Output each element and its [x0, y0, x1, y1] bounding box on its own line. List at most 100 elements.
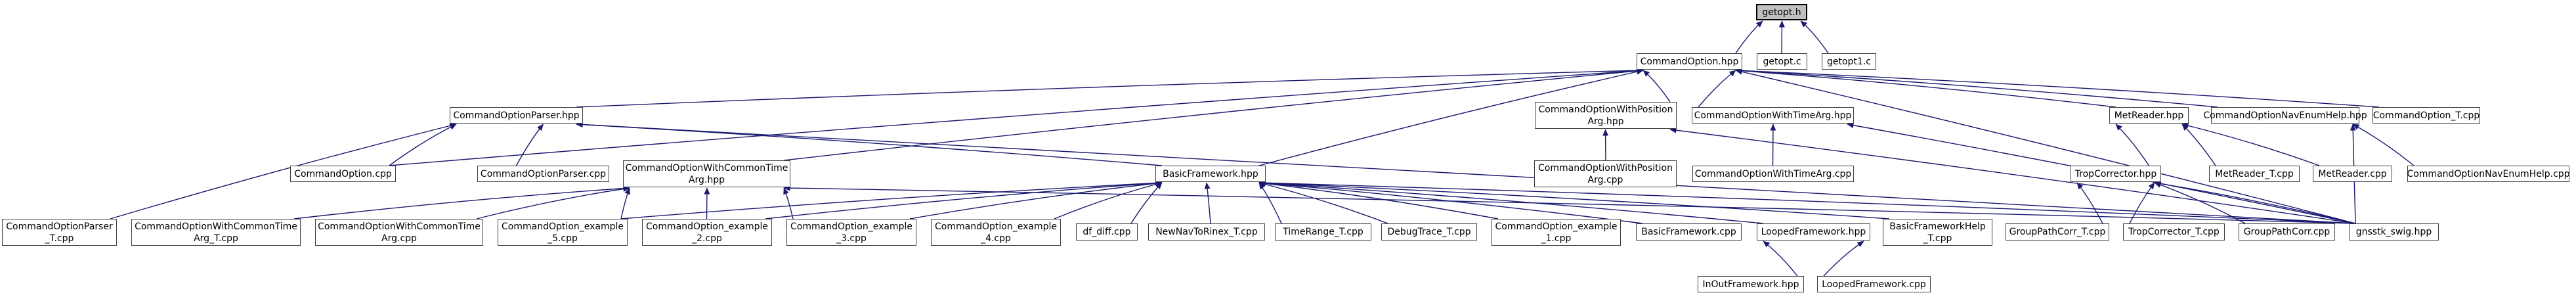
graph-node-CommandOption_T_cpp[interactable]: CommandOption_T.cpp — [2372, 107, 2480, 124]
graph-node-getopt_h[interactable]: getopt.h — [1756, 4, 1807, 20]
graph-node-label: CommandOptionWithPosition — [1538, 104, 1673, 115]
graph-node-LoopedFramework_hpp[interactable]: LoopedFramework.hpp — [1757, 223, 1870, 241]
graph-node-getopt1_c[interactable]: getopt1.c — [1822, 53, 1876, 70]
graph-node-label: CommandOption_T.cpp — [2372, 110, 2480, 121]
edge-CommandOptionParser_cpp-to-CommandOptionParser_hpp — [515, 124, 544, 166]
graph-node-CommandOptionParser_hpp[interactable]: CommandOptionParser.hpp — [450, 107, 583, 124]
graph-node-MetReader_hpp[interactable]: MetReader.hpp — [2109, 107, 2189, 124]
graph-node-CommandOption_example_1_cpp[interactable]: CommandOption_example_1.cpp — [1492, 219, 1621, 246]
edge-CommandOptionParser_hpp-to-CommandOption_hpp — [576, 67, 1644, 108]
graph-node-label: CommandOption_example — [1495, 221, 1618, 232]
graph-node-df_diff_cpp[interactable]: df_diff.cpp — [1076, 223, 1138, 241]
graph-node-label: TimeRange_T.cpp — [1283, 227, 1363, 237]
edge-BasicFramework_hpp-to-CommandOption_hpp — [1258, 68, 1644, 166]
graph-node-label: _3.cpp — [836, 233, 867, 244]
graph-node-CommandOptionWithTimeArg_hpp[interactable]: CommandOptionWithTimeArg.hpp — [1692, 107, 1854, 124]
edge-CommandOption_example_4_cpp-to-BasicFramework_hpp — [1054, 181, 1163, 219]
graph-node-CommandOptionWithTimeArg_cpp[interactable]: CommandOptionWithTimeArg.cpp — [1692, 166, 1854, 182]
graph-node-getopt_c[interactable]: getopt.c — [1757, 53, 1807, 70]
edge-LoopedFramework_hpp-to-BasicFramework_hpp — [1258, 180, 1764, 224]
graph-node-label: CommandOptionWithTimeArg.cpp — [1694, 168, 1852, 179]
graph-node-CommandOption_example_5_cpp[interactable]: CommandOption_example_5.cpp — [498, 219, 628, 246]
graph-node-label: getopt.h — [1762, 7, 1801, 18]
graph-node-CommandOptionParser_T_cpp[interactable]: CommandOptionParser_T.cpp — [2, 219, 117, 246]
graph-node-label: _4.cpp — [981, 233, 1011, 244]
graph-node-LoopedFramework_cpp[interactable]: LoopedFramework.cpp — [1817, 276, 1931, 292]
edge-TropCorrector_hpp-to-MetReader_hpp — [2115, 124, 2150, 166]
graph-node-label: CommandOptionParser — [6, 221, 113, 232]
edge-CommandOption_example_5_cpp-to-CommandOptionWithCommonTimeArg_hpp — [620, 187, 630, 219]
edge-gnsstk_swig_hpp-to-CommandOptionWithCommonTimeArg_hpp — [783, 185, 2356, 224]
edge-CommandOption_cpp-to-CommandOptionParser_hpp — [389, 124, 457, 166]
graph-node-BasicFramework_hpp[interactable]: BasicFramework.hpp — [1155, 166, 1266, 182]
graph-node-CommandOption_example_4_cpp[interactable]: CommandOption_example_4.cpp — [931, 219, 1061, 246]
edge-MetReader_hpp-to-CommandOption_hpp — [1735, 68, 2116, 108]
graph-node-BasicFrameworkHelp_T_cpp[interactable]: BasicFrameworkHelp_T.cpp — [1883, 219, 1992, 246]
graph-node-CommandOptionParser_cpp[interactable]: CommandOptionParser.cpp — [477, 166, 609, 182]
edge-GroupPathCorr_T_cpp-to-TropCorrector_hpp — [2076, 182, 2103, 224]
graph-node-TropCorrector_T_cpp[interactable]: TropCorrector_T.cpp — [2123, 223, 2225, 241]
graph-node-GroupPathCorr_T_cpp[interactable]: GroupPathCorr_T.cpp — [2006, 223, 2109, 241]
graph-node-CommandOption_cpp[interactable]: CommandOption.cpp — [290, 166, 396, 182]
edge-CommandOptionWithCommonTimeArg_T_cpp-to-CommandOptionWithCommonTimeArg_hpp — [293, 185, 630, 219]
graph-node-BasicFramework_cpp[interactable]: BasicFramework.cpp — [1636, 223, 1742, 241]
edge-gnsstk_swig_hpp-to-TropCorrector_hpp — [2154, 181, 2356, 224]
graph-node-label: MetReader.hpp — [2114, 110, 2184, 121]
edge-BasicFramework_hpp-to-CommandOptionParser_hpp — [576, 122, 1163, 166]
graph-node-DebugTrace_T_cpp[interactable]: DebugTrace_T.cpp — [1381, 223, 1477, 241]
graph-node-CommandOptionNavEnumHelp_hpp[interactable]: CommandOptionNavEnumHelp.hpp — [2203, 107, 2367, 124]
graph-node-CommandOptionNavEnumHelp_cpp[interactable]: CommandOptionNavEnumHelp.cpp — [2407, 166, 2570, 182]
edge-MetReader_cpp-to-MetReader_hpp — [2181, 122, 2320, 166]
graph-node-label: CommandOptionWithCommonTime — [625, 162, 788, 173]
graph-node-label: CommandOption_example — [935, 221, 1057, 232]
graph-node-GroupPathCorr_cpp[interactable]: GroupPathCorr.cpp — [2239, 223, 2335, 241]
graph-node-label: BasicFramework.hpp — [1163, 168, 1258, 179]
graph-node-CommandOption_example_2_cpp[interactable]: CommandOption_example_2.cpp — [642, 219, 772, 246]
edge-CommandOptionNavEnumHelp_cpp-to-CommandOptionNavEnumHelp_hpp — [2352, 124, 2415, 166]
graph-node-TropCorrector_hpp[interactable]: TropCorrector.hpp — [2071, 166, 2161, 182]
graph-node-gnsstk_swig_hpp[interactable]: gnsstk_swig.hpp — [2349, 223, 2439, 241]
graph-node-label: MetReader_T.cpp — [2215, 168, 2294, 179]
graph-node-label: CommandOptionWithPosition — [1538, 162, 1673, 173]
graph-node-label: df_diff.cpp — [1083, 227, 1131, 237]
edge-gnsstk_swig_hpp-to-CommandOption_hpp — [1735, 68, 2356, 224]
graph-node-label: CommandOptionNavEnumHelp.cpp — [2407, 168, 2570, 179]
graph-node-label: getopt1.c — [1827, 56, 1871, 67]
graph-node-label: getopt.c — [1763, 56, 1801, 67]
edge-CommandOption_T_cpp-to-CommandOption_hpp — [1735, 67, 2380, 108]
edge-CommandOption_cpp-to-CommandOption_hpp — [389, 68, 1644, 166]
graph-node-label: _5.cpp — [547, 233, 578, 244]
graph-node-MetReader_cpp[interactable]: MetReader.cpp — [2313, 166, 2392, 182]
graph-node-label: CommandOption_example — [790, 221, 912, 232]
graph-node-CommandOption_hpp[interactable]: CommandOption.hpp — [1637, 53, 1742, 70]
graph-node-label: CommandOption_example — [502, 221, 624, 232]
graph-node-label: _T.cpp — [1923, 233, 1952, 244]
graph-node-InOutFramework_hpp[interactable]: InOutFramework.hpp — [1698, 276, 1804, 292]
graph-node-label: Arg.hpp — [1587, 116, 1624, 127]
graph-node-label: TropCorrector.hpp — [2074, 168, 2157, 179]
graph-node-label: CommandOptionParser.hpp — [453, 110, 580, 121]
graph-node-label: Arg.cpp — [1587, 174, 1623, 185]
graph-node-label: GroupPathCorr.cpp — [2243, 227, 2330, 237]
graph-node-label: Arg_T.cpp — [194, 233, 238, 244]
graph-node-label: _1.cpp — [1541, 233, 1572, 244]
graph-node-label: Arg.cpp — [381, 233, 417, 244]
edge-CommandOptionWithCommonTimeArg_hpp-to-CommandOption_hpp — [783, 68, 1644, 161]
edge-CommandOptionWithTimeArg_hpp-to-CommandOption_hpp — [1698, 70, 1736, 108]
graph-node-TimeRange_T_cpp[interactable]: TimeRange_T.cpp — [1275, 223, 1371, 241]
graph-node-MetReader_T_cpp[interactable]: MetReader_T.cpp — [2209, 166, 2300, 182]
graph-node-NewNavToRinex_T_cpp[interactable]: NewNavToRinex_T.cpp — [1148, 223, 1265, 241]
edge-BasicFrameworkHelp_T_cpp-to-BasicFramework_hpp — [1258, 179, 1890, 219]
edge-gnsstk_swig_hpp-to-CommandOptionWithPositionArg_hpp — [1669, 127, 2356, 224]
graph-node-CommandOption_example_3_cpp[interactable]: CommandOption_example_3.cpp — [786, 219, 916, 246]
edge-CommandOption_example_1_cpp-to-BasicFramework_hpp — [1258, 180, 1499, 219]
graph-node-label: LoopedFramework.hpp — [1761, 227, 1866, 237]
edge-DebugTrace_T_cpp-to-BasicFramework_hpp — [1258, 181, 1388, 224]
edge-CommandOptionWithCommonTimeArg_cpp-to-CommandOptionWithCommonTimeArg_hpp — [476, 185, 630, 219]
